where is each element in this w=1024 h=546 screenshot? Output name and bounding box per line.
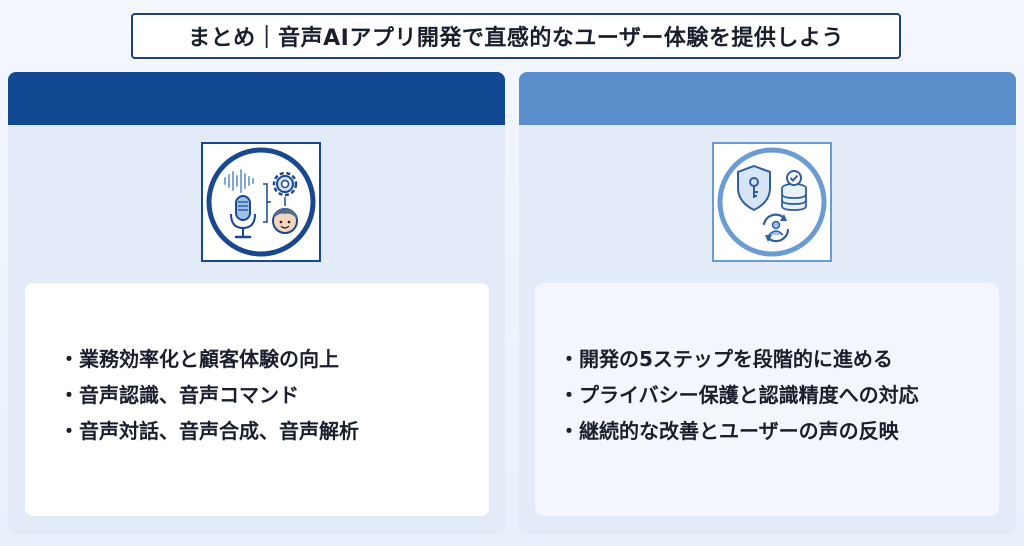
list-item: ・継続的な改善とユーザーの声の反映 xyxy=(559,419,899,443)
list-item: ・音声認識、音声コマンド xyxy=(59,383,299,407)
right-list-card: ・開発の5ステップを段階的に進める ・プライバシー保護と認識精度への対応 ・継続… xyxy=(535,283,999,516)
left-panel-header xyxy=(8,72,505,125)
list-item: ・開発の5ステップを段階的に進める xyxy=(559,347,893,371)
list-item: ・プライバシー保護と認識精度への対応 xyxy=(559,383,919,407)
security-privacy-icon xyxy=(712,142,832,262)
left-panel: ・業務効率化と顧客体験の向上 ・音声認識、音声コマンド ・音声対話、音声合成、音… xyxy=(8,72,505,534)
list-item: ・音声対話、音声合成、音声解析 xyxy=(59,419,359,443)
voice-ai-icon xyxy=(201,142,321,262)
list-item: ・業務効率化と顧客体験の向上 xyxy=(59,347,339,371)
left-list-card: ・業務効率化と顧客体験の向上 ・音声認識、音声コマンド ・音声対話、音声合成、音… xyxy=(25,283,489,516)
page-title: まとめ｜音声AIアプリ開発で直感的なユーザー体験を提供しよう xyxy=(131,13,901,59)
right-panel-header xyxy=(519,72,1016,125)
right-panel: ・開発の5ステップを段階的に進める ・プライバシー保護と認識精度への対応 ・継続… xyxy=(519,72,1016,534)
